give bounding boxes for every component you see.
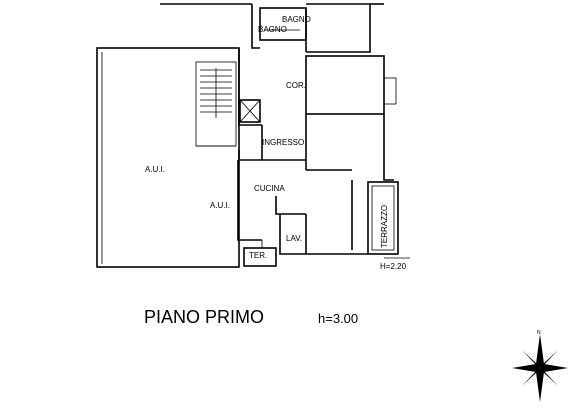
compass-rose-icon xyxy=(512,334,568,402)
terrace-height-label: H=2.20 xyxy=(380,262,407,271)
terrazzo-inner xyxy=(371,185,395,251)
room-label-cucina: CUCINA xyxy=(254,184,285,193)
room-label-cor: COR. xyxy=(286,81,306,90)
ter-room xyxy=(243,247,277,267)
room-label-ter: TER. xyxy=(249,251,267,260)
bathrooms-block xyxy=(251,3,371,53)
elevator xyxy=(239,99,261,123)
rooms-block xyxy=(237,48,397,255)
room-label-ingresso: INGRESSO xyxy=(262,138,304,147)
room-label-terrazzo: TERRAZZO xyxy=(380,205,389,248)
staircase xyxy=(195,61,237,147)
room-label-aui-small: A.U.I. xyxy=(210,201,230,210)
floor-height: h=3.00 xyxy=(318,311,358,326)
compass-north-label: N xyxy=(537,330,541,336)
aui-large-area xyxy=(96,47,240,268)
room-label-bagno-1: BAGNO xyxy=(282,15,311,24)
floor-title: PIANO PRIMO xyxy=(144,307,264,327)
room-label-lav: LAV. xyxy=(286,234,302,243)
room-label-aui-large: A.U.I. xyxy=(145,165,165,174)
terrazzo-room xyxy=(367,181,399,255)
room-label-bagno-2: BAGNO xyxy=(258,25,287,34)
